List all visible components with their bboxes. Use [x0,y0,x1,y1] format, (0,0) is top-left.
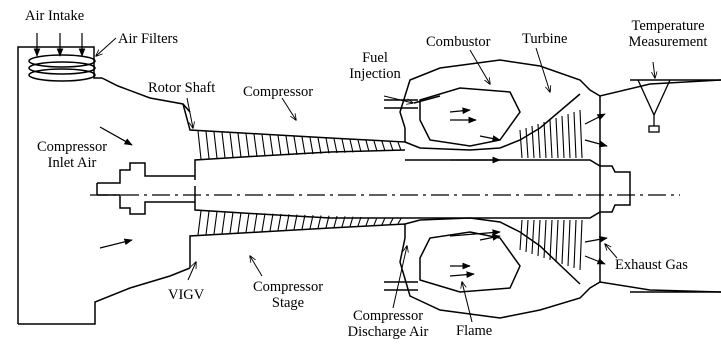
combustor-casing-bottom [400,238,721,318]
label-temperature-line1: Temperature [618,18,718,34]
label-exhaust-gas: Exhaust Gas [615,257,688,273]
label-air-filters: Air Filters [118,31,178,47]
label-rotor-shaft: Rotor Shaft [148,80,215,96]
label-fuel-injection: Fuel Injection [345,50,405,82]
label-compressor-inlet-air: Compressor Inlet Air [22,139,122,171]
rotor-hub-top [195,150,405,180]
label-compressor-stage-line2: Stage [238,295,338,311]
label-discharge-line2: Discharge Air [338,324,438,340]
label-turbine: Turbine [522,31,567,47]
label-inlet-air-line2: Inlet Air [22,155,122,171]
label-combustor: Combustor [426,34,490,50]
label-fuel-injection-line2: Injection [345,66,405,82]
flow-arrows [100,110,607,276]
temperature-probe [638,80,670,132]
label-fuel-injection-line1: Fuel [345,50,405,66]
label-temperature-measurement: Temperature Measurement [618,18,718,50]
air-filter [29,55,95,67]
label-compressor-stage-line1: Compressor [238,279,338,295]
label-air-intake: Air Intake [25,8,84,24]
combustor-casing-top [400,60,721,128]
inlet-housing [18,47,102,324]
compressor-casing-top [183,104,405,142]
label-compressor-discharge-air: Compressor Discharge Air [338,308,438,340]
label-flame: Flame [456,323,492,339]
label-inlet-air-line1: Compressor [22,139,122,155]
fuel-nozzle-bottom [384,282,418,290]
label-vigv: VIGV [168,287,204,303]
label-discharge-line1: Compressor [338,308,438,324]
compressor-blades [198,131,401,235]
label-compressor-stage: Compressor Stage [238,279,338,311]
rotor-hub-bottom [195,186,405,218]
inlet-duct-bottom [18,268,190,324]
label-compressor: Compressor [243,84,313,100]
combustor-liner-bottom [420,232,520,292]
label-temperature-line2: Measurement [618,34,718,50]
shaft-rear [405,160,630,218]
